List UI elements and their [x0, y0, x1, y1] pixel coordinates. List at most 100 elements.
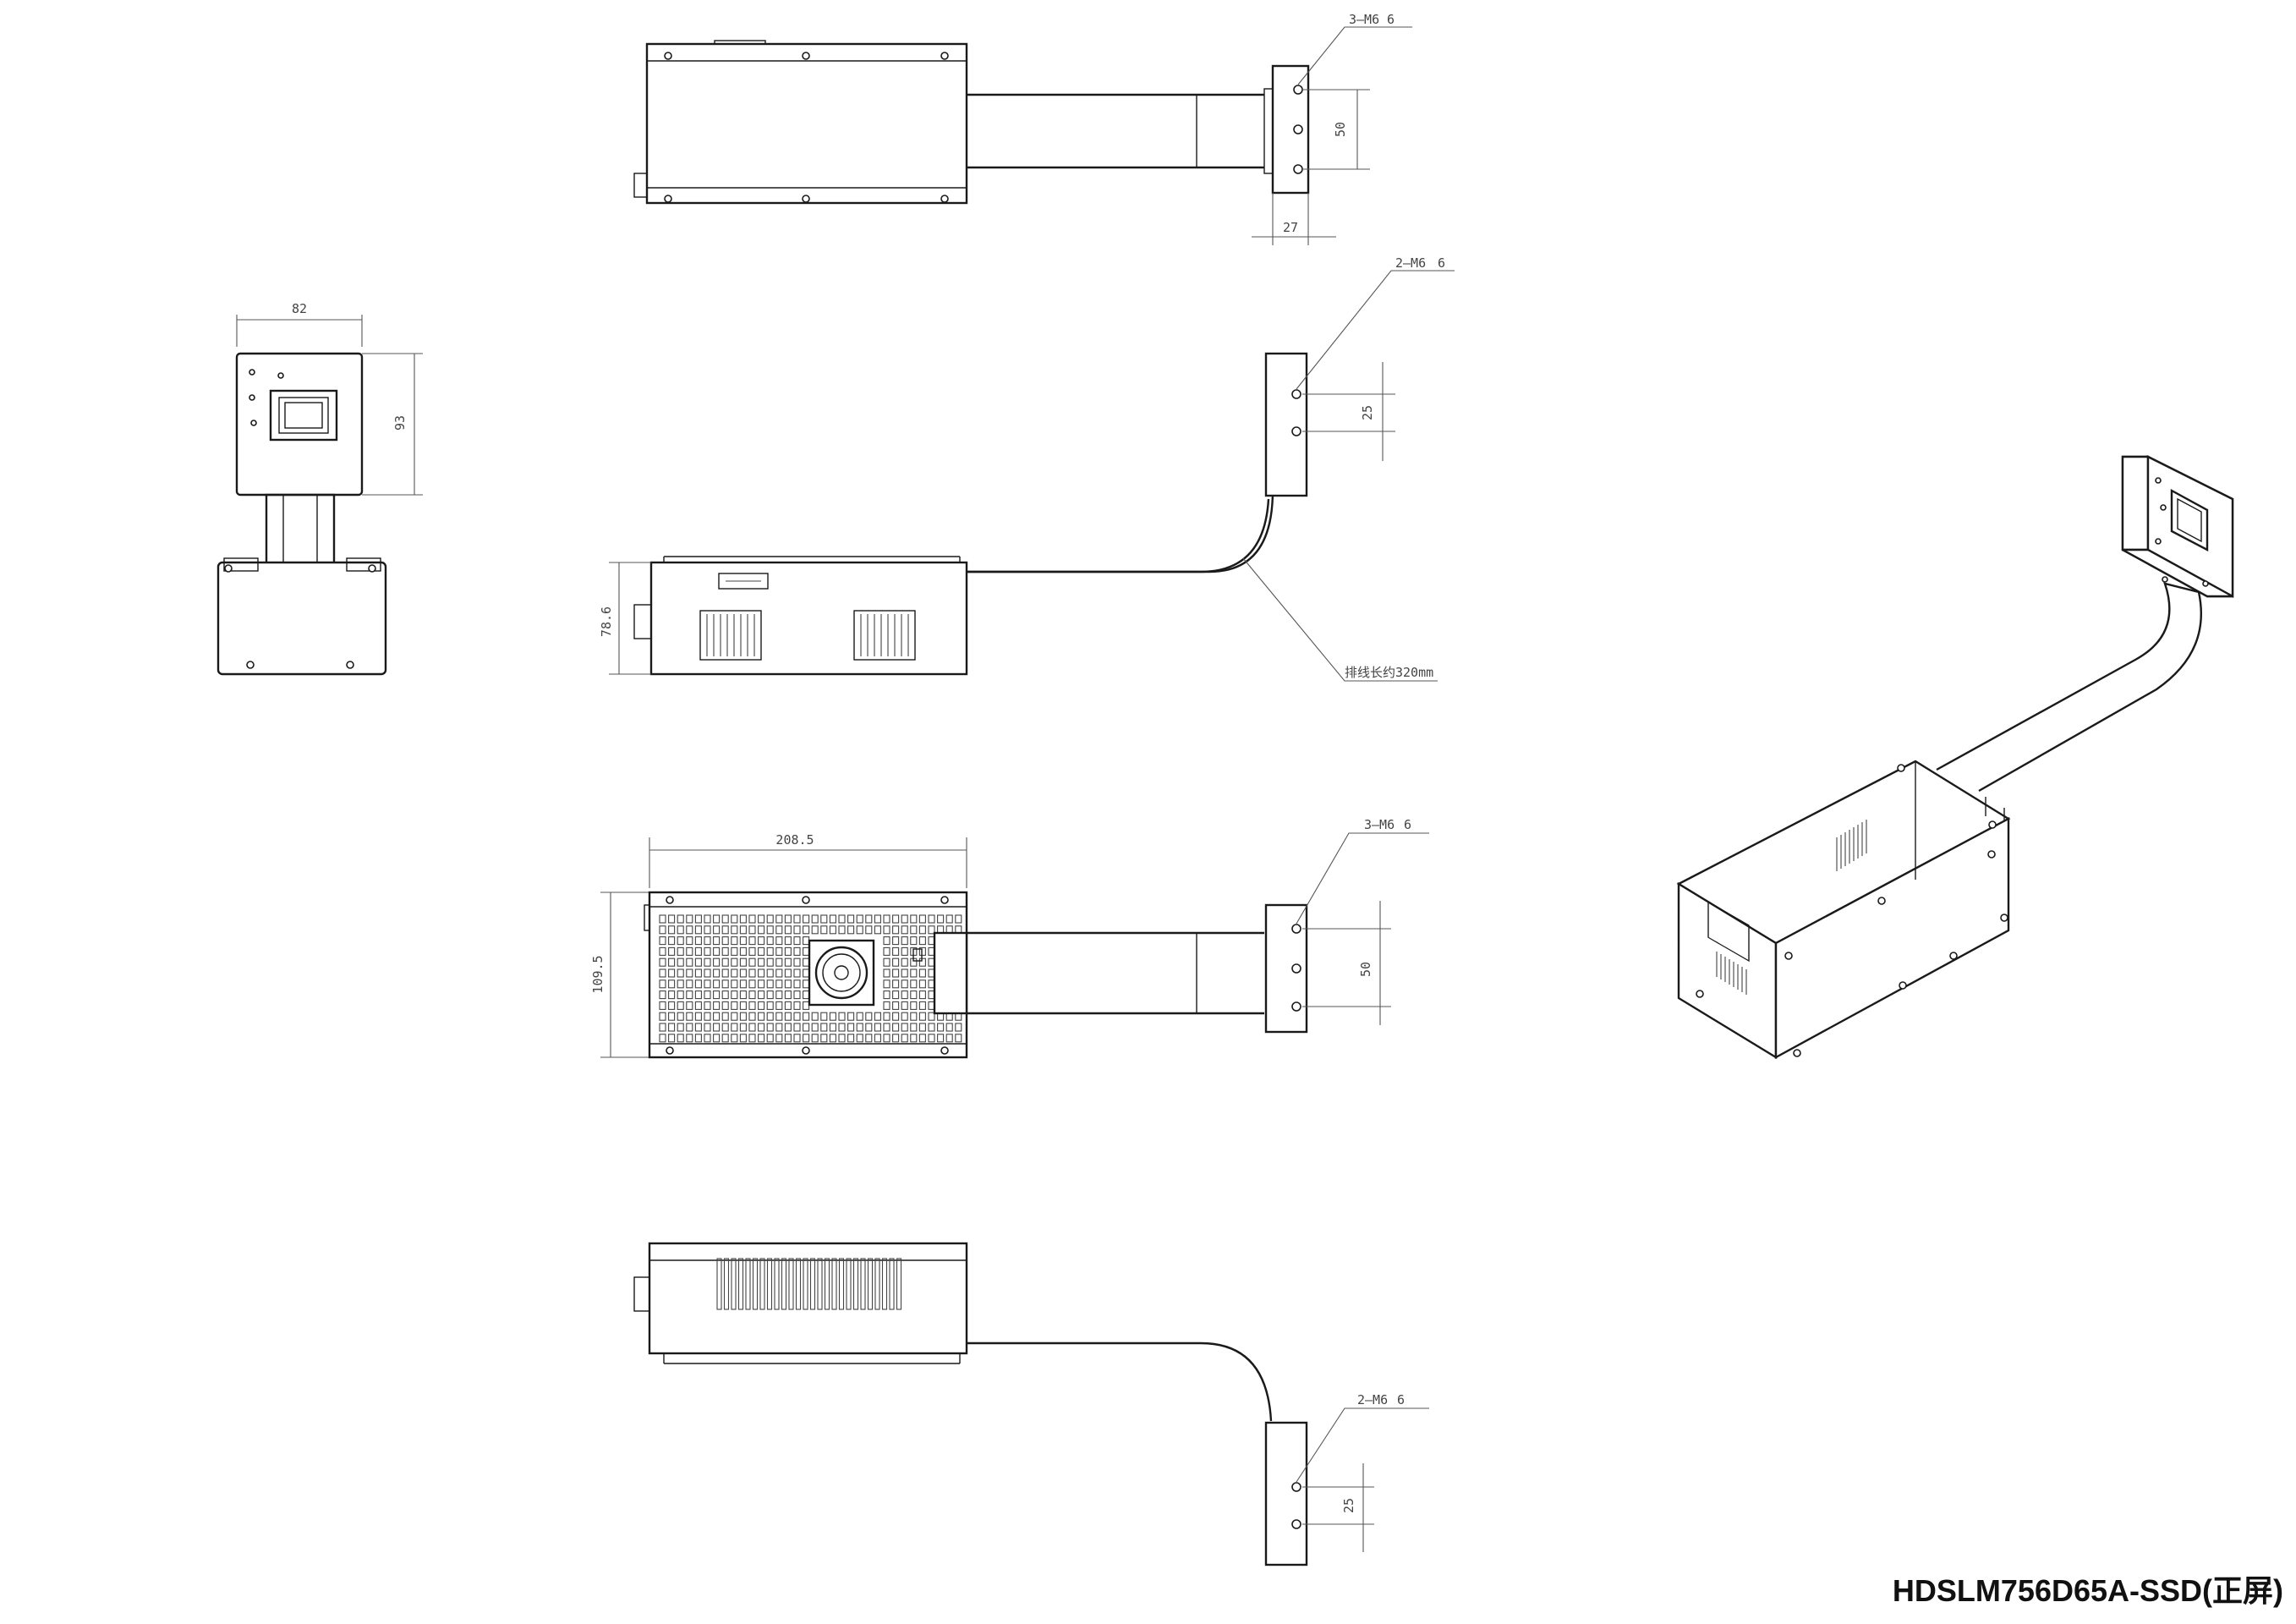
vent-slot: [883, 990, 890, 1000]
vent-slot: [694, 1034, 702, 1043]
vent-slot: [793, 1034, 801, 1043]
vent-slot: [659, 1012, 666, 1021]
vent-slot: [838, 1258, 845, 1310]
vent-slot: [758, 990, 765, 1000]
vent-slot: [704, 946, 711, 956]
vent-slot: [748, 957, 756, 967]
vent-slot: [781, 1258, 787, 1310]
vent-slot: [721, 968, 729, 978]
vent-slot: [668, 914, 676, 924]
vent-slot: [721, 1001, 729, 1010]
vent-slot: [901, 1034, 908, 1043]
vent-slot: [838, 925, 846, 935]
vent-slot: [820, 925, 828, 935]
vent-slot: [731, 990, 738, 1000]
vent-slot: [838, 1012, 846, 1021]
vent-slot: [803, 925, 810, 935]
vent-slot: [918, 990, 926, 1000]
vent-slot: [865, 925, 873, 935]
vent-slot: [910, 968, 918, 978]
vent-slot: [748, 914, 756, 924]
vent-slot: [829, 925, 836, 935]
cable-length-label: 排线长约320mm: [1345, 665, 1433, 680]
vent-slot: [686, 1034, 693, 1043]
vent-slot: [865, 1034, 873, 1043]
vent-slot: [892, 1034, 900, 1043]
vent-slot: [739, 925, 747, 935]
vent-slot: [748, 968, 756, 978]
vent-slot: [704, 1034, 711, 1043]
vent-slot: [901, 1023, 908, 1032]
vent-slot: [737, 1258, 744, 1310]
vent-slot: [918, 1001, 926, 1010]
vent-slot: [758, 1023, 765, 1032]
vent-slot: [677, 1023, 684, 1032]
vent-slot: [775, 1001, 783, 1010]
back-view: 25 2—M6 6: [633, 1242, 1429, 1566]
vent-slot: [955, 1034, 962, 1043]
vent-slot: [766, 1001, 774, 1010]
vent-slot: [892, 968, 900, 978]
vent-slot: [659, 990, 666, 1000]
vent-slot: [847, 925, 855, 935]
vent-slot: [748, 1034, 756, 1043]
vent-slot: [838, 914, 846, 924]
vent-slot: [928, 1034, 935, 1043]
vent-slot: [811, 1034, 819, 1043]
vent-slot: [865, 1023, 873, 1032]
vent-slot: [668, 946, 676, 956]
front-view: 82 93: [216, 301, 423, 676]
vent-slot: [668, 957, 676, 967]
vent-slot: [721, 1012, 729, 1021]
vent-slot: [883, 957, 890, 967]
vent-slot: [793, 990, 801, 1000]
vent-slot: [739, 957, 747, 967]
vent-slot: [686, 1023, 693, 1032]
vent-slot: [739, 1023, 747, 1032]
top-depth-label: 6: [1387, 12, 1395, 27]
vent-slot: [918, 946, 926, 956]
side-height-label: 78.6: [599, 606, 614, 637]
vent-slot: [721, 925, 729, 935]
vent-slot: [766, 1034, 774, 1043]
top-offset-label: 27: [1283, 220, 1298, 235]
vent-slot: [918, 925, 926, 935]
vent-slot: [739, 1012, 747, 1021]
vent-slot: [713, 946, 721, 956]
vent-slot: [731, 1258, 737, 1310]
vent-slot: [721, 979, 729, 989]
vent-slot: [883, 1012, 890, 1021]
vent-slot: [856, 914, 863, 924]
vent-slot: [766, 914, 774, 924]
vent-slot: [721, 990, 729, 1000]
vent-slot: [668, 1023, 676, 1032]
vent-slot: [838, 1034, 846, 1043]
top-spacing-label: 50: [1333, 122, 1348, 137]
vent-slot: [937, 1034, 945, 1043]
vent-slot: [817, 1258, 823, 1310]
side-vent-1: [699, 610, 762, 661]
vent-slot: [901, 979, 908, 989]
vent-slot: [847, 914, 855, 924]
vent-slot: [694, 946, 702, 956]
vent-slot: [686, 936, 693, 946]
vent-slot: [748, 1012, 756, 1021]
vent-slot: [713, 979, 721, 989]
vent-slot: [677, 979, 684, 989]
vent-slot: [758, 968, 765, 978]
vent-slot: [918, 914, 926, 924]
vent-slot: [883, 1001, 890, 1010]
vent-slot: [901, 946, 908, 956]
vent-slot: [883, 946, 890, 956]
vent-slot: [766, 968, 774, 978]
vent-slot: [694, 925, 702, 935]
vent-slot: [713, 1034, 721, 1043]
vent-slot: [793, 925, 801, 935]
vent-slot: [677, 1012, 684, 1021]
vent-slot: [659, 925, 666, 935]
front-width-label: 82: [292, 301, 307, 316]
vent-slot: [677, 914, 684, 924]
vent-slot: [928, 1023, 935, 1032]
vent-slot: [883, 914, 890, 924]
iso-vents: [1716, 820, 1867, 995]
